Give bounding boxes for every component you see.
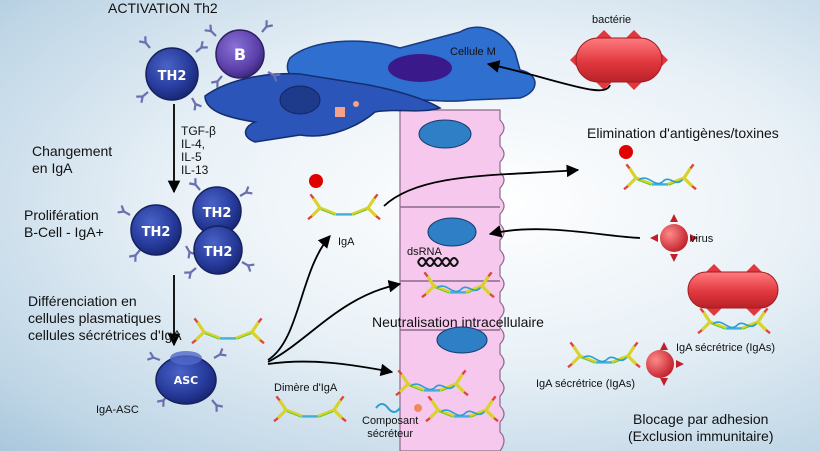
- cellule-m-label: Cellule M: [450, 46, 496, 58]
- elimination-label: Elimination d'antigènes/toxines: [587, 125, 779, 141]
- secretory-component: [375, 403, 401, 413]
- dsrna-strand: [417, 257, 459, 267]
- activation-title: ACTIVATION Th2: [108, 0, 218, 16]
- secretory-iga: [568, 342, 640, 367]
- igas-right-label: IgA sécrétrice (IgAs): [676, 342, 776, 354]
- iga-label: IgA: [338, 236, 355, 248]
- igas-mid-label: IgA sécrétrice (IgAs): [536, 378, 636, 390]
- asc-label: ASC: [174, 374, 199, 387]
- epithelium: [399, 109, 505, 451]
- bacteria-top: [570, 30, 668, 90]
- dendritic-cell: [204, 72, 442, 143]
- iga-dimer: [306, 192, 382, 221]
- arrow-virus-to-cell: [488, 225, 641, 239]
- arrow-bacteria-to-mcell: [486, 60, 611, 92]
- iga-asc-label: IgA-ASC: [96, 404, 139, 416]
- nucleus: [427, 217, 477, 247]
- proliferation-label: Prolifération B-Cell - IgA+: [24, 207, 104, 240]
- th2-label: TH2: [203, 206, 232, 221]
- bacterie-label: bactérie: [592, 14, 632, 26]
- th2-label: TH2: [204, 245, 233, 260]
- iga-dimer: [190, 316, 266, 345]
- dendritic-cell-nucleus: [279, 85, 321, 115]
- secretory-iga: [698, 308, 770, 333]
- differenciation-label: Différenciation en cellules plasmatiques…: [28, 293, 182, 343]
- arrow-asc-to-dimer: [267, 360, 394, 377]
- arrow-iga-to-elimination: [383, 164, 580, 207]
- antigen-dot: [309, 174, 323, 188]
- b-cell: [203, 19, 282, 89]
- dsrna-label: dsRNA: [407, 246, 442, 258]
- antigen-fragment: [353, 101, 359, 107]
- secretory-iga: [624, 164, 696, 189]
- nucleus: [418, 119, 472, 149]
- th2-label: TH2: [142, 225, 171, 240]
- antigen-fragment: [335, 107, 345, 117]
- dsrna-strand: [417, 257, 459, 267]
- th2-cell-cluster: [116, 177, 256, 280]
- changement-label: Changement en IgA: [32, 143, 113, 176]
- bacteria-right: [687, 264, 779, 316]
- m-cell-nucleus: [388, 54, 452, 82]
- composant-label: Composant sécréteur: [362, 415, 419, 440]
- arrow-asc-to-iga: [267, 235, 331, 361]
- virus-label: virus: [690, 233, 714, 245]
- iga-dimer: [272, 394, 348, 423]
- arrow-asc-to-neutralisation: [267, 280, 402, 363]
- b-cell-label: B: [234, 45, 246, 64]
- cytokines-label: TGF-β IL-4, IL-5 IL-13: [181, 124, 216, 177]
- virus-particle: [650, 214, 698, 262]
- blocage-label: Blocage par adhesion (Exclusion immunita…: [628, 411, 774, 444]
- th2-label: TH2: [158, 69, 187, 84]
- virus-bound: [646, 342, 684, 386]
- arrows: [167, 60, 641, 377]
- secretory-component-dot: [414, 404, 422, 412]
- dimere-label: Dimère d'IgA: [274, 382, 338, 394]
- asc-cell: [146, 347, 228, 413]
- nucleus: [436, 326, 488, 354]
- antigen-dot: [619, 145, 633, 159]
- neutralisation-label: Neutralisation intracellulaire: [372, 314, 544, 330]
- th2-cell-activation: [135, 35, 209, 112]
